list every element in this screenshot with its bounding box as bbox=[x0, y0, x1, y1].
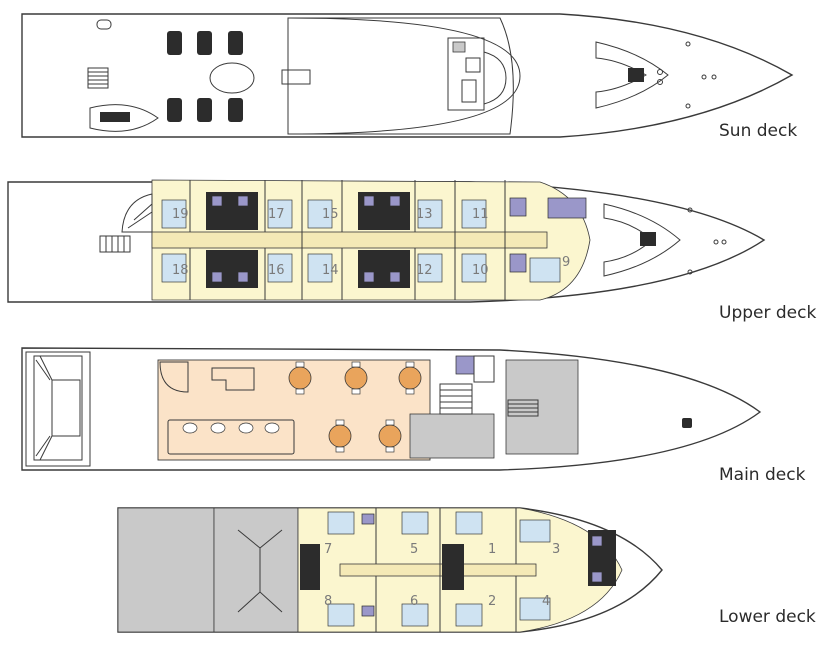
engine-room bbox=[117, 507, 215, 633]
cabin-number: 6 bbox=[410, 594, 418, 609]
wheelhouse-plan bbox=[447, 37, 507, 111]
deck-label-sun: Sun deck bbox=[719, 121, 798, 141]
cabin-number: 4 bbox=[542, 594, 550, 609]
cabin-number: 19 bbox=[172, 207, 189, 222]
cabin-number: 1 bbox=[488, 542, 496, 557]
spiral-staircase-icon bbox=[121, 193, 153, 233]
crew-area bbox=[505, 359, 579, 455]
cabin-number: 11 bbox=[472, 207, 489, 222]
anchor-windlass-icon bbox=[628, 68, 663, 85]
cabin-number: 15 bbox=[322, 207, 339, 222]
deck-label-main: Main deck bbox=[719, 465, 806, 485]
upper-deck-plan: 19 17 15 13 11 18 16 14 12 10 9 bbox=[7, 179, 766, 303]
cabin-number: 7 bbox=[324, 542, 332, 557]
deck-label-upper: Upper deck bbox=[719, 303, 817, 323]
cabin-number: 5 bbox=[410, 542, 418, 557]
galley-area bbox=[409, 413, 495, 459]
bathroom-block bbox=[206, 192, 587, 288]
sun-deck-plan bbox=[21, 13, 794, 138]
cabin-number: 9 bbox=[562, 255, 570, 270]
main-deck-plan bbox=[21, 347, 762, 471]
cabin-number: 13 bbox=[416, 207, 433, 222]
cabin-number: 12 bbox=[416, 263, 433, 278]
cabin-number: 16 bbox=[268, 263, 285, 278]
cabin-number: 10 bbox=[472, 263, 489, 278]
stern-platform bbox=[33, 355, 83, 461]
cabin-number: 3 bbox=[552, 542, 560, 557]
stairs-icon bbox=[99, 235, 131, 253]
cabin-number: 14 bbox=[322, 263, 339, 278]
deck-label-lower: Lower deck bbox=[719, 607, 816, 627]
cabin-number: 2 bbox=[488, 594, 496, 609]
bathroom-block bbox=[300, 513, 616, 617]
cabin-number: 17 bbox=[268, 207, 285, 222]
tender-boat-icon bbox=[89, 104, 159, 132]
cabin-number: 18 bbox=[172, 263, 189, 278]
cabin-number: 8 bbox=[324, 594, 332, 609]
lower-deck-plan: 7 5 1 3 8 6 2 4 bbox=[117, 507, 663, 633]
stairs-icon bbox=[87, 67, 109, 89]
